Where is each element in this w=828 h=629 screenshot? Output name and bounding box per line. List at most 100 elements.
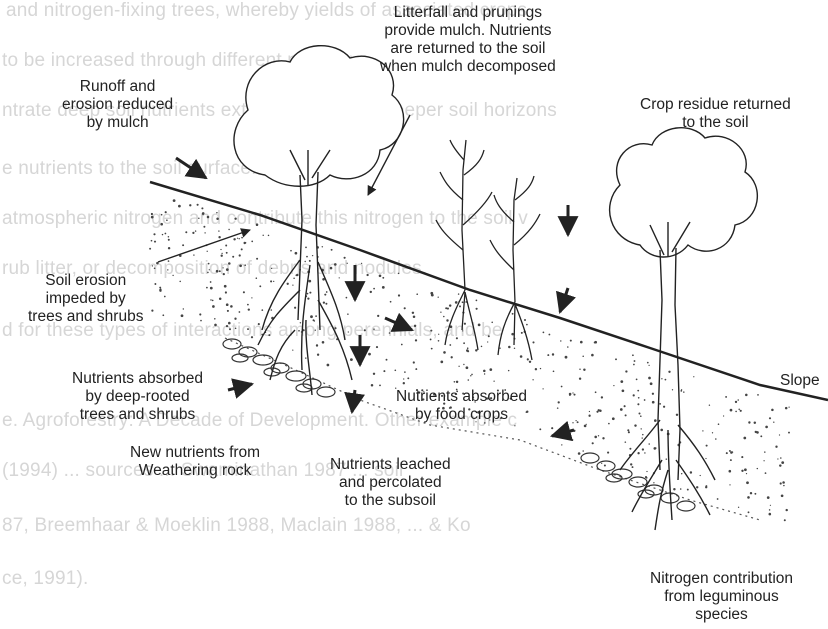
soil-dot (413, 315, 416, 318)
soil-dot (207, 272, 209, 274)
soil-dot (379, 275, 382, 278)
soil-dot (251, 241, 253, 243)
soil-dot (152, 265, 153, 266)
soil-dot (475, 349, 477, 351)
soil-dot (198, 217, 200, 219)
soil-dot (151, 216, 154, 219)
soil-dot (680, 488, 682, 490)
soil-dot (234, 318, 236, 320)
soil-dot (323, 301, 325, 303)
soil-dot (151, 213, 153, 215)
soil-dot (438, 297, 439, 298)
label-line: Nitrogen contribution (650, 570, 793, 588)
soil-dot (652, 401, 655, 404)
soil-dot (741, 470, 743, 472)
soil-dot (786, 509, 788, 511)
soil-dot (261, 309, 263, 311)
soil-dot (178, 205, 181, 208)
soil-dot (315, 315, 317, 317)
soil-dot (241, 237, 243, 239)
soil-dot (200, 320, 202, 322)
soil-dot (316, 344, 318, 346)
soil-dot (390, 301, 392, 303)
soil-dot (738, 408, 740, 410)
soil-dot (624, 405, 626, 407)
soil-dot (456, 381, 458, 383)
soil-dot (644, 452, 645, 453)
left-tree (234, 46, 404, 395)
right-tree-trunk (658, 248, 680, 480)
soil-dot (165, 233, 167, 235)
soil-dot (172, 275, 173, 276)
soil-dot (646, 477, 648, 479)
label-runoff: Runoff and erosion reduced by mulch (62, 78, 173, 132)
soil-dot (165, 211, 167, 213)
soil-dot (189, 204, 191, 206)
soil-dot (579, 368, 580, 369)
soil-dot (339, 277, 340, 278)
soil-dot (755, 431, 757, 433)
soil-dot (668, 371, 670, 373)
soil-dot (270, 309, 272, 311)
soil-dot (430, 292, 433, 295)
soil-dot (572, 392, 573, 393)
label-line: from leguminous (650, 588, 793, 606)
soil-dot (648, 443, 650, 445)
soil-dot (660, 429, 663, 432)
soil-dot (765, 472, 767, 474)
soil-dot (665, 379, 667, 381)
soil-dot (306, 256, 308, 258)
soil-dot (633, 364, 635, 366)
soil-dot (210, 287, 213, 290)
soil-dot (383, 370, 385, 372)
soil-dot (348, 331, 349, 332)
soil-dot (608, 423, 610, 425)
soil-dot (334, 327, 336, 329)
soil-dot (647, 362, 649, 364)
soil-dot (413, 361, 415, 363)
soil-dot (243, 291, 245, 293)
soil-dot (168, 260, 170, 262)
soil-dot (661, 378, 662, 379)
soil-dot (715, 438, 717, 440)
left-tree-roots (258, 260, 352, 395)
label-soil-erosion: Soil erosion impeded by trees and shrubs (28, 272, 143, 326)
soil-dot (527, 358, 529, 360)
soil-dot (162, 234, 163, 235)
soil-dot (642, 434, 644, 436)
soil-dot (347, 284, 349, 286)
label-line: Slope (780, 372, 820, 390)
soil-dot (451, 356, 453, 358)
label-line: provide mulch. Nutrients (380, 22, 556, 40)
soil-dot (226, 325, 228, 327)
soil-dot (706, 445, 708, 447)
soil-dot (770, 505, 771, 506)
soil-dot (368, 353, 371, 356)
soil-dot (577, 421, 579, 423)
soil-dot (718, 423, 720, 425)
soil-dot (454, 381, 456, 383)
soil-dot (446, 319, 448, 321)
soil-dot (317, 354, 319, 356)
soil-dot (782, 481, 785, 484)
soil-dot (403, 382, 405, 384)
soil-dot (632, 466, 634, 468)
right-tree-canopy (610, 128, 758, 257)
soil-dot (463, 364, 464, 365)
soil-dot (735, 401, 737, 403)
soil-dot (292, 350, 293, 351)
soil-dot (207, 216, 210, 219)
soil-dot (308, 280, 311, 283)
soil-dot (295, 274, 297, 276)
soil-dot (218, 230, 219, 231)
soil-dot (567, 346, 569, 348)
soil-dot (613, 385, 614, 386)
soil-dot (633, 394, 635, 396)
soil-dot (259, 285, 261, 287)
soil-dot (640, 428, 641, 429)
soil-dot (247, 328, 249, 330)
soil-dot (743, 437, 746, 440)
soil-dot (622, 389, 625, 392)
soil-dot (214, 324, 217, 327)
soil-dot (295, 252, 298, 255)
